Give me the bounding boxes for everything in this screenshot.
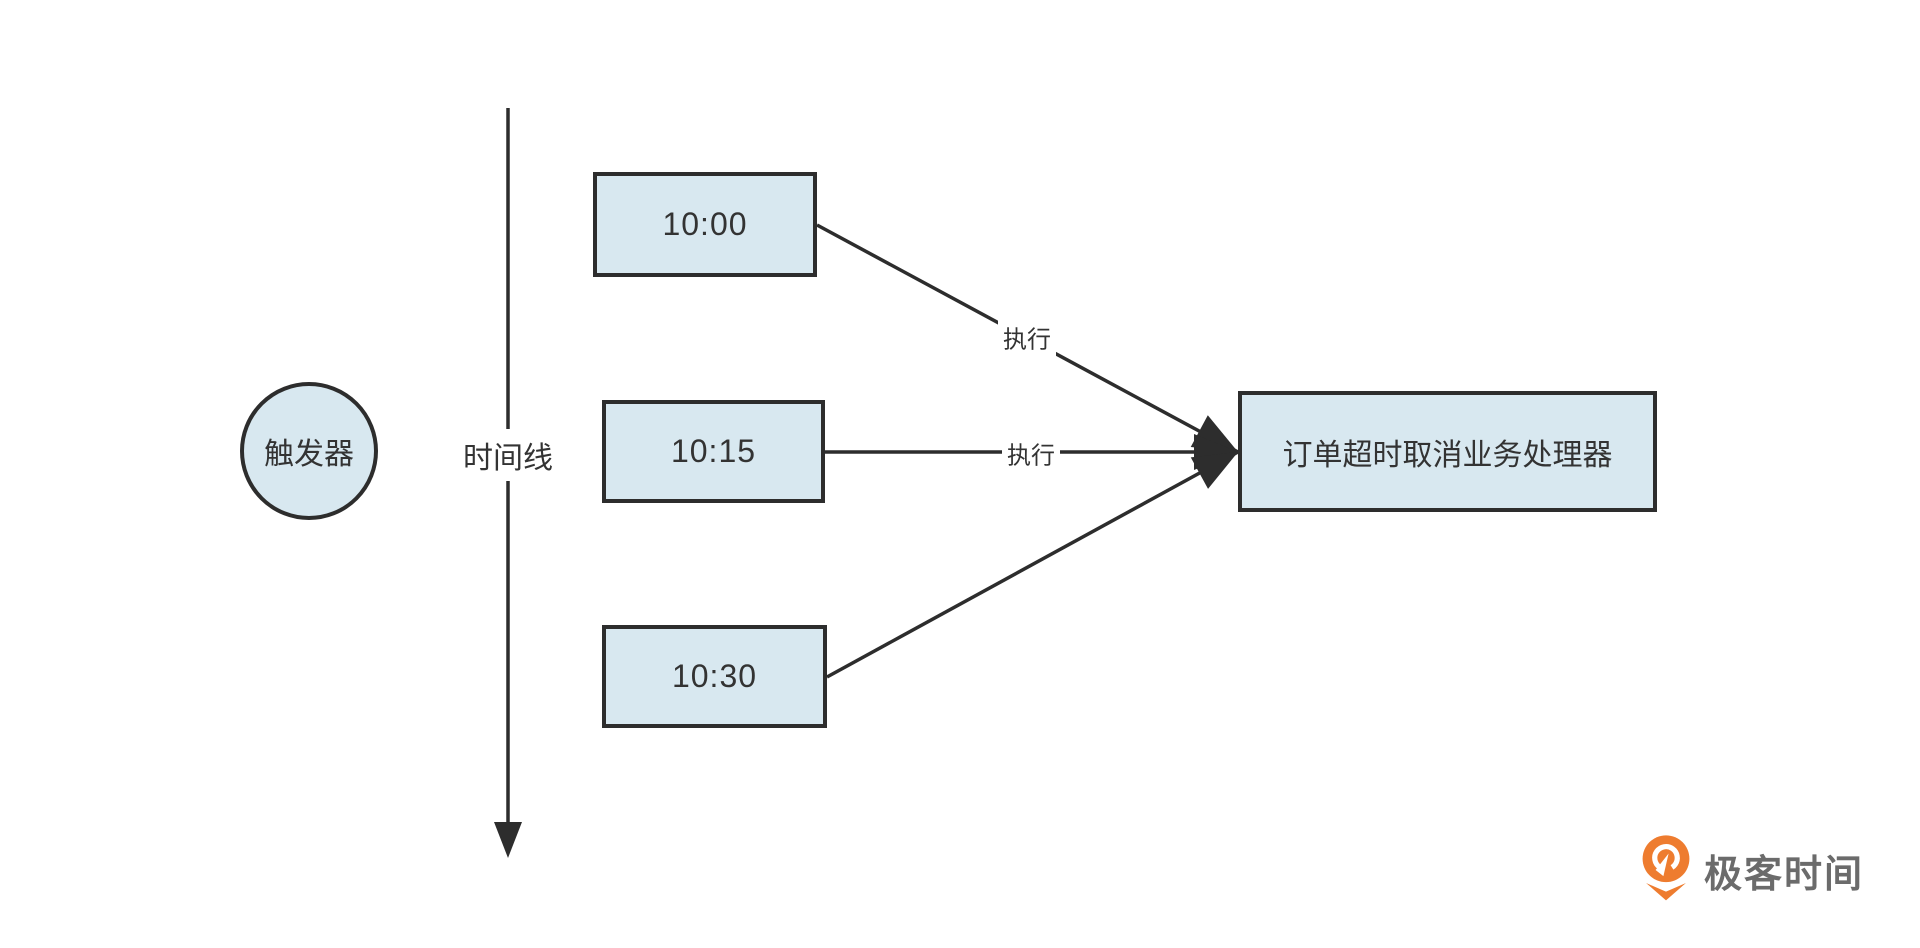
geektime-logo-icon	[1642, 835, 1690, 901]
timer-box-10-30: 10:30	[602, 625, 827, 728]
trigger-node: 触发器	[240, 382, 378, 520]
timer-label: 10:00	[662, 206, 748, 242]
timer-box-10-15: 10:15	[602, 400, 825, 503]
edge-label-execute-1: 执行	[998, 317, 1056, 357]
edge-label-execute-2: 执行	[1002, 433, 1060, 473]
processor-node: 订单超时取消业务处理器	[1238, 391, 1657, 512]
edge-timer3-to-processor	[826, 450, 1239, 679]
geektime-logo-text: 极客时间	[1704, 853, 1865, 896]
processor-label: 订单超时取消业务处理器	[1282, 438, 1613, 472]
timer-label: 10:15	[670, 433, 757, 469]
timer-label: 10:30	[671, 658, 758, 694]
geektime-logo: 极客时间	[1640, 834, 1864, 906]
timer-box-10-00: 10:00	[593, 172, 817, 277]
timeline-label: 时间线	[455, 429, 561, 481]
timeline-arrowhead-icon	[494, 822, 522, 858]
trigger-label: 触发器	[264, 438, 354, 471]
